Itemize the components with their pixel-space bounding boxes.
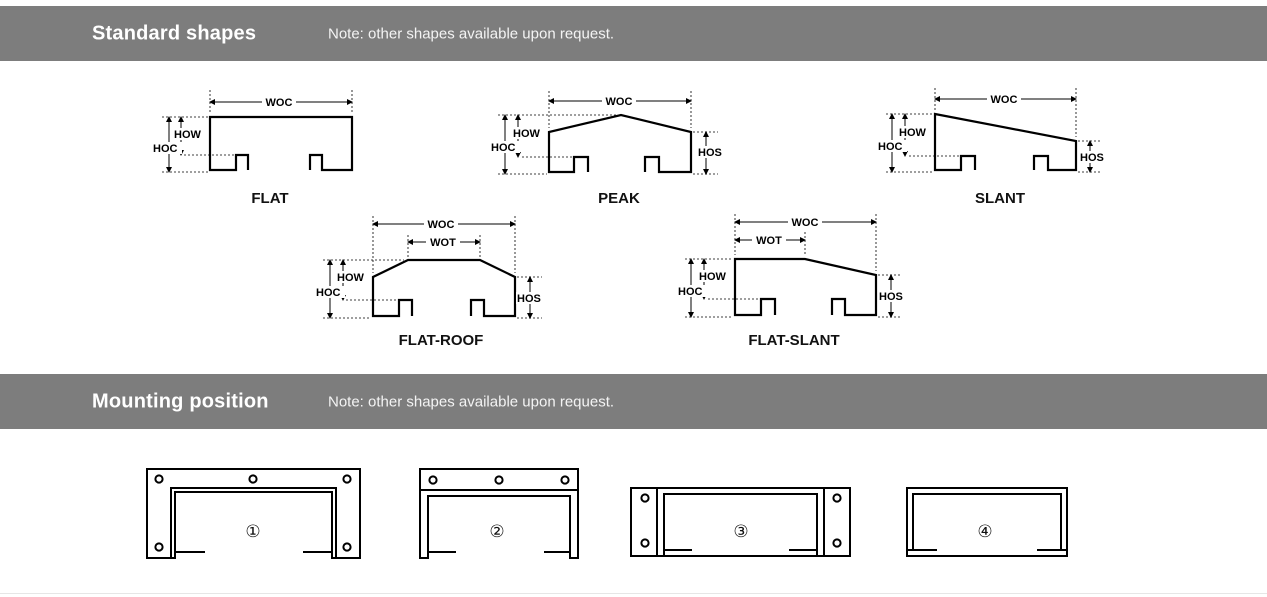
hoc-label: HOC [491, 142, 516, 154]
shape-flat-roof: WOC WOT HOW HOC HOS FLAT-ROOF [315, 216, 546, 349]
woc-label: WOC [428, 219, 455, 231]
flat-roof-left-foot [397, 298, 414, 316]
hole [560, 475, 570, 485]
hole [342, 542, 352, 552]
peak-profile [547, 113, 693, 174]
hole [154, 542, 164, 552]
hole [832, 538, 842, 548]
how-label: HOW [174, 129, 202, 141]
wot-label: WOT [430, 237, 456, 249]
how-label: HOW [899, 127, 927, 139]
section-title: Standard shapes [92, 22, 257, 44]
section-note: Note: other shapes available upon reques… [328, 25, 615, 42]
woc-label: WOC [792, 217, 819, 229]
mounting-position-header: Mounting position Note: other shapes ava… [0, 374, 1267, 429]
standard-shapes-header: Standard shapes Note: other shapes avail… [0, 6, 1267, 61]
hole [154, 474, 164, 484]
woc-label: WOC [991, 94, 1018, 106]
shape-flat-slant: WOC WOT HOW HOC HOS FLAT-SLANT [677, 214, 908, 349]
hos-label: HOS [879, 291, 903, 303]
flat-roof-profile [371, 258, 517, 318]
shape-name: PEAK [598, 190, 640, 207]
hos-label: HOS [517, 293, 541, 305]
hole [342, 474, 352, 484]
section-title: Mounting position [92, 390, 269, 412]
hoc-label: HOC [316, 287, 341, 299]
mounting-position-1: ① [146, 468, 361, 559]
hoc-label: HOC [678, 286, 703, 298]
mounting-position-2: ② [419, 468, 579, 559]
how-label: HOW [513, 128, 541, 140]
slant-profile [933, 112, 1078, 172]
divider [0, 593, 1267, 594]
peak-right-foot [643, 155, 661, 172]
mounting-plate [419, 468, 579, 559]
how-label: HOW [699, 271, 727, 283]
hoc-label: HOC [878, 141, 903, 153]
shape-name: FLAT-ROOF [399, 332, 484, 349]
flat-roof-right-foot [469, 298, 486, 316]
hole [832, 493, 842, 503]
slant-left-foot [959, 154, 977, 170]
shape-flat: WOC HOW HOC FLAT [152, 90, 354, 207]
mounting-plate [906, 487, 1068, 557]
shape-slant: WOC HOW HOC HOS SLANT [877, 88, 1109, 207]
peak-left-foot [572, 155, 590, 172]
hole [640, 493, 650, 503]
hos-label: HOS [1080, 152, 1104, 164]
flat-profile [208, 115, 354, 172]
wot-label: WOT [756, 235, 782, 247]
shape-name: FLAT-SLANT [748, 332, 839, 349]
position-number: ④ [977, 522, 992, 542]
mounting-plate [630, 487, 851, 557]
hos-label: HOS [698, 147, 722, 159]
mounting-position-3: ③ [630, 487, 851, 557]
flat-slant-left-foot [759, 297, 777, 315]
position-number: ① [245, 522, 260, 542]
mounting-plate [146, 468, 361, 559]
hole [640, 538, 650, 548]
position-number: ③ [733, 522, 748, 542]
hole [428, 475, 438, 485]
shape-name: FLAT [251, 190, 288, 207]
mounting-position-4: ④ [906, 487, 1068, 557]
position-number: ② [489, 522, 504, 542]
flat-slant-right-foot [830, 297, 847, 315]
hoc-label: HOC [153, 143, 178, 155]
flat-left-foot [234, 153, 250, 170]
section-note: Note: other shapes available upon reques… [328, 393, 615, 410]
shape-name: SLANT [975, 190, 1025, 207]
shape-peak: WOC HOW HOC HOS PEAK [490, 91, 727, 207]
slant-right-foot [1032, 154, 1050, 170]
hole [494, 475, 504, 485]
hole [248, 474, 258, 484]
how-label: HOW [337, 272, 365, 284]
flat-slant-profile [733, 257, 878, 317]
woc-label: WOC [266, 97, 293, 109]
woc-label: WOC [606, 96, 633, 108]
flat-right-foot [308, 153, 324, 170]
